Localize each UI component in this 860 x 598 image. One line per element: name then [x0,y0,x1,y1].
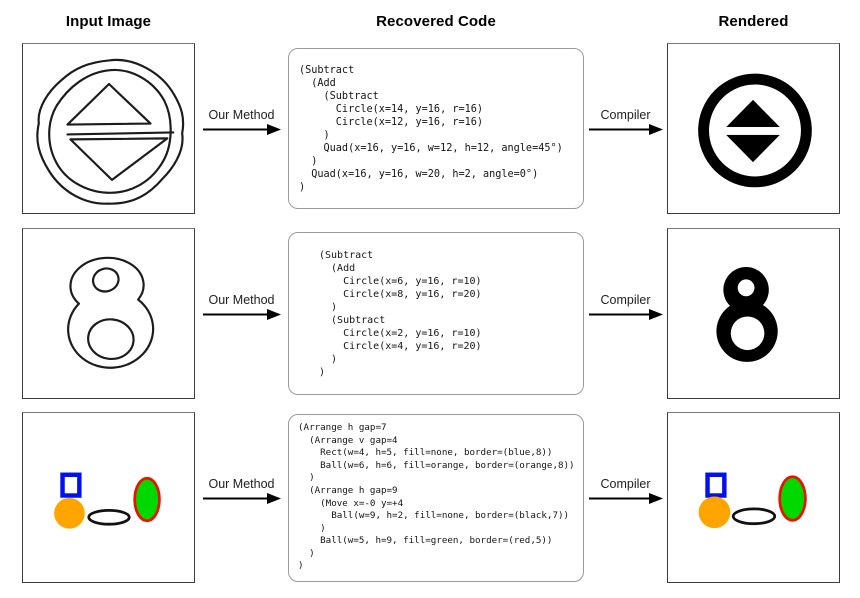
black-ellipse [87,508,131,526]
recovered-code-1: (Subtract (Add (Subtract Circle(x=14, y=… [299,64,563,193]
our-method-arrow-1: Our Method [195,43,288,214]
our-method-label: Our Method [208,477,275,491]
shapes-arrangement-sketch-icon [54,472,161,529]
compiler-label: Compiler [600,477,651,491]
right-arrow-icon [202,493,281,504]
code-box-2: (Subtract (Add Circle(x=6, y=16, r=10) C… [288,232,584,395]
header-recovered-code: Recovered Code [376,13,496,30]
compiler-label: Compiler [600,108,651,122]
recovered-code-2: (Subtract (Add Circle(x=6, y=16, r=10) C… [319,249,482,378]
figure-row-2: Our Method (Subtract (Add Circle(x=6, y=… [22,228,860,399]
sketch-figure-eight-icon [67,256,155,369]
input-image-1 [22,43,195,214]
right-arrow-icon [588,124,663,135]
our-method-label: Our Method [208,293,275,307]
right-arrow-icon [202,124,281,135]
ring-split-diamond-icon [698,73,812,188]
solid-figure-eight-icon [716,267,778,362]
column-headers: Input Image Recovered Code Rendered [22,0,860,43]
figure-row-1: Our Method (Subtract (Add (Subtract Circ… [22,43,860,214]
right-arrow-icon [202,309,281,320]
sketch-circled-split-diamond-icon [36,58,185,205]
rendered-image-3 [667,412,840,583]
our-method-arrow-2: Our Method [195,228,288,399]
blue-square [60,472,82,498]
shapes-arrangement-rendered-icon [698,472,807,529]
input-image-2 [22,228,195,399]
our-method-arrow-3: Our Method [195,412,288,583]
header-input-image: Input Image [65,13,152,30]
green-oval-red-border [133,476,161,523]
our-method-label: Our Method [208,108,275,122]
green-oval-red-border [778,475,807,522]
header-rendered: Rendered [718,13,789,30]
rendered-image-2 [667,228,840,399]
blue-square [705,472,727,498]
code-box-3: (Arrange h gap=7 (Arrange v gap=4 Rect(w… [288,413,584,582]
compiler-arrow-1: Compiler [584,43,667,214]
recovered-code-3: (Arrange h gap=7 (Arrange v gap=4 Rect(w… [298,421,575,572]
rendered-image-1 [667,43,840,214]
compiler-arrow-3: Compiler [584,412,667,583]
right-arrow-icon [588,309,663,320]
orange-ball [54,497,85,529]
orange-ball [698,496,731,529]
compiler-label: Compiler [600,293,651,307]
compiler-arrow-2: Compiler [584,228,667,399]
right-arrow-icon [588,493,663,504]
black-ellipse [731,507,777,526]
figure-row-3: Our Method (Arrange h gap=7 (Arrange v g… [22,412,860,583]
input-image-3 [22,412,195,583]
code-box-1: (Subtract (Add (Subtract Circle(x=14, y=… [288,48,584,209]
